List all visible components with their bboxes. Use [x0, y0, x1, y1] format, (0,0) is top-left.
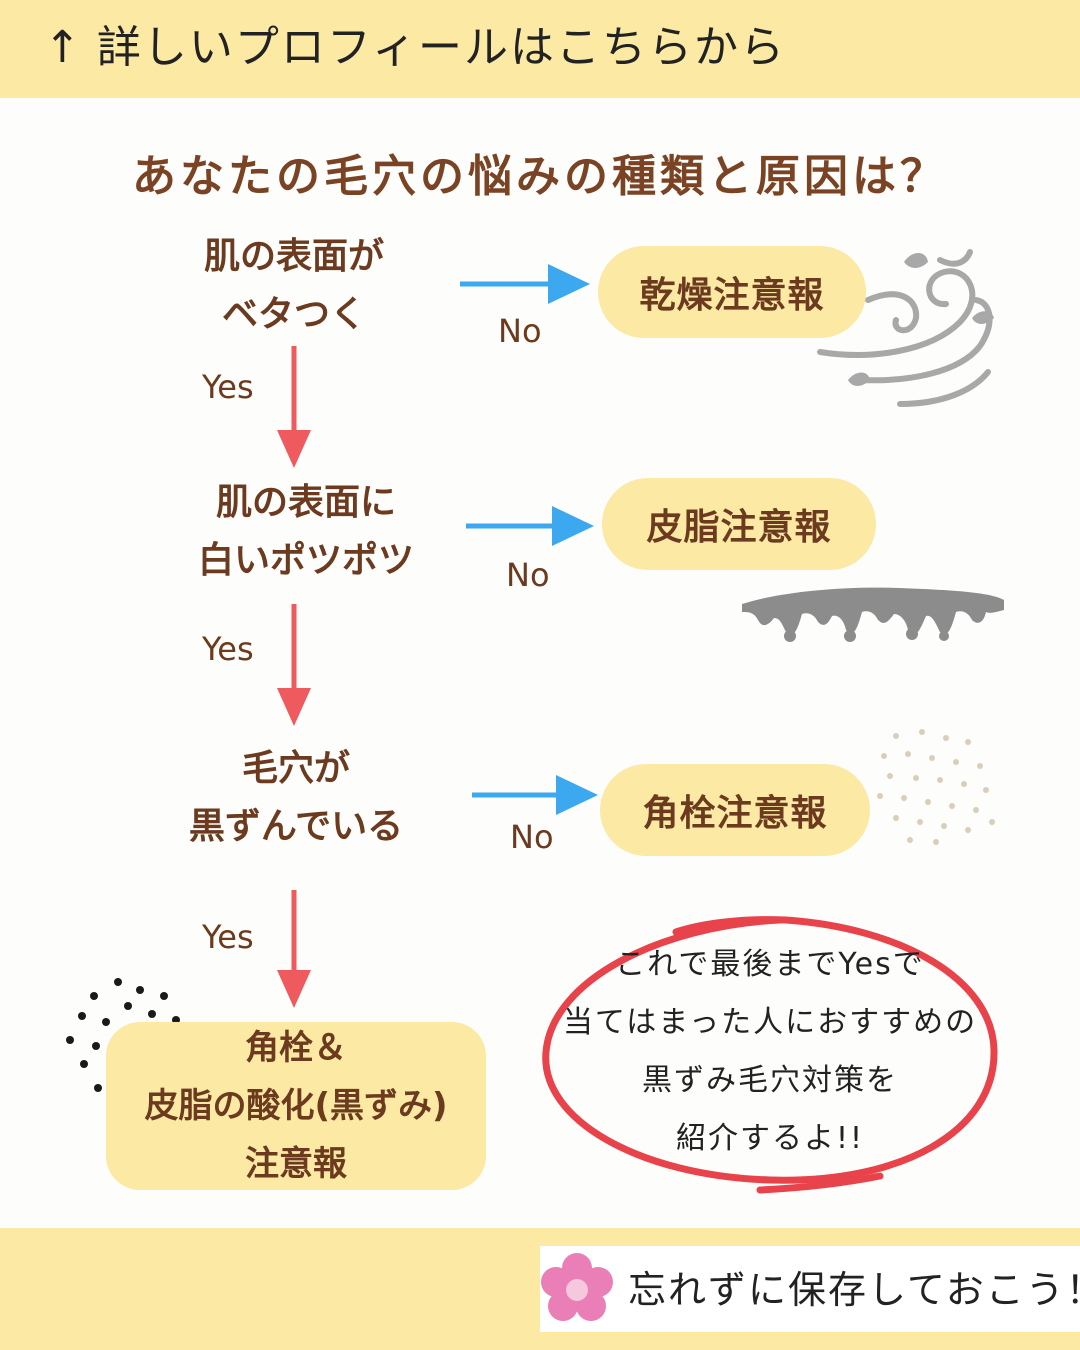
note-line3: 黒ずみ毛穴対策を [642, 1063, 898, 1098]
leaf-icon [848, 372, 870, 386]
leaf-icon [972, 311, 994, 324]
question-1-line1: 肌の表面が [203, 236, 384, 277]
header-band [0, 0, 1080, 98]
question-1: 肌の表面が ベタつく [134, 228, 454, 344]
profile-link[interactable]: ↑ 詳しいプロフィールはこちらから [44, 18, 786, 78]
question-3-line1: 毛穴が [241, 748, 350, 789]
yes-label-2: Yes [202, 630, 254, 668]
no-arrowhead-2 [552, 506, 594, 546]
profile-link-label: 詳しいプロフィールはこちらから [96, 22, 786, 73]
no-label-2: No [506, 556, 550, 594]
question-2-line1: 肌の表面に [215, 482, 396, 523]
circled-note: これで最後までYesで 当てはまった人におすすめの 黒ずみ毛穴対策を 紹介するよ… [560, 936, 980, 1168]
yes-arrowhead-1 [277, 430, 311, 468]
no-label-3: No [510, 818, 554, 856]
question-2: 肌の表面に 白いポツポツ [146, 474, 466, 590]
highlight-circle [542, 916, 998, 1194]
note-line1: これで最後までYesで [615, 947, 925, 982]
no-arrowhead-1 [548, 264, 590, 304]
note-line2: 当てはまった人におすすめの [562, 1005, 978, 1040]
question-2-line2: 白いポツポツ [197, 540, 414, 581]
final-line3: 注意報 [245, 1144, 347, 1184]
yes-arrowhead-2 [277, 688, 311, 726]
question-3: 毛穴が 黒ずんでいる [136, 740, 456, 856]
wind-swirl-icon [817, 249, 993, 407]
final-line1: 角栓＆ [245, 1028, 347, 1068]
note-line4: 紹介するよ!! [675, 1121, 865, 1156]
result-pill-dryness: 乾燥注意報 [598, 246, 866, 338]
final-line2: 皮脂の酸化(黒ずみ) [144, 1086, 448, 1126]
question-3-line2: 黒ずんでいる [188, 806, 404, 847]
result-pill-keratin: 角栓注意報 [600, 764, 870, 856]
no-label-1: No [498, 312, 542, 350]
oil-drip-icon [742, 587, 1004, 642]
result-pill-sebum: 皮脂注意報 [602, 478, 876, 570]
speckle-icon [877, 729, 995, 845]
no-arrowhead-3 [556, 775, 598, 815]
save-reminder-text: 忘れずに保存しておこう！ [628, 1268, 1080, 1312]
yes-arrowhead-3 [277, 970, 311, 1008]
yes-label-3: Yes [202, 918, 254, 956]
final-result-box: 角栓＆ 皮脂の酸化(黒ずみ) 注意報 [106, 1022, 486, 1190]
leaf-icon [904, 253, 928, 268]
save-reminder-box [540, 1246, 1080, 1332]
question-1-line2: ベタつく [221, 294, 366, 335]
up-arrow-icon: ↑ [44, 22, 83, 73]
yes-label-1: Yes [202, 368, 254, 406]
page-title: あなたの毛穴の悩みの種類と原因は？ [132, 151, 948, 202]
